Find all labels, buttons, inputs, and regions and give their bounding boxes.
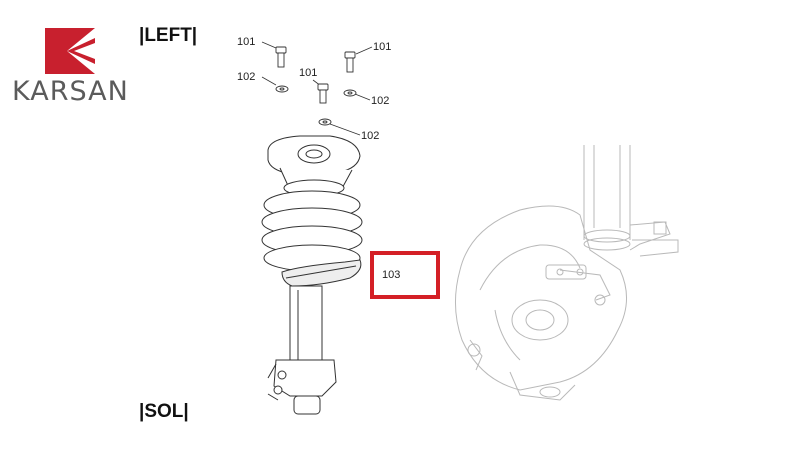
strut-assembly-illustration [261, 135, 363, 415]
callout-bolt: 101 [299, 67, 318, 79]
callout-bolt: 101 [373, 41, 392, 53]
callout-washer: 102 [361, 130, 380, 142]
knuckle-assembly-illustration [454, 145, 679, 401]
callout-washer: 102 [237, 71, 256, 83]
bolt-icon [275, 46, 356, 104]
callout-washer: 102 [371, 95, 390, 107]
leader-lines [261, 41, 373, 136]
side-label-left: |LEFT| [139, 25, 198, 46]
karsan-logo-icon [45, 28, 95, 74]
callout-bolt: 101 [237, 36, 256, 48]
highlight-box: 103 [370, 251, 440, 299]
brand-name: KARSAN [12, 76, 129, 107]
callout-spring-seat: 103 [382, 269, 401, 281]
washer-icon [275, 85, 357, 126]
side-label-sol: |SOL| [139, 401, 189, 422]
